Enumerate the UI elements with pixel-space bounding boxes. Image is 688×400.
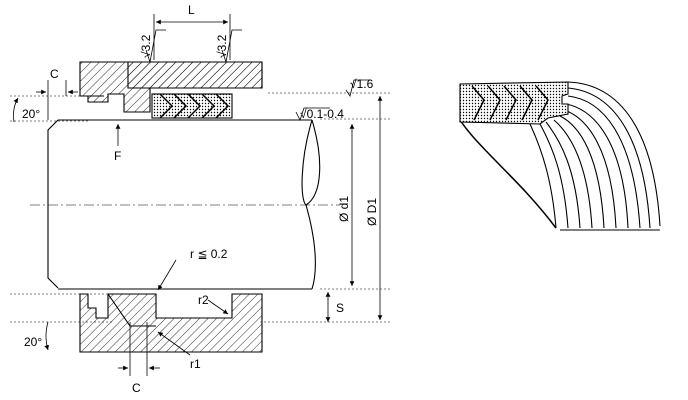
label-radius-r2: r2 bbox=[198, 293, 209, 307]
label-radius-r1: r1 bbox=[190, 357, 201, 371]
label-force: F bbox=[114, 149, 121, 163]
rod-shaft bbox=[30, 119, 340, 290]
label-chamfer-bottom: C bbox=[132, 381, 141, 395]
lower-housing bbox=[79, 293, 263, 353]
label-roughness-bore: √1.6 bbox=[350, 77, 374, 91]
dimensions bbox=[13, 19, 383, 371]
label-angle-bottom: 20° bbox=[24, 335, 42, 349]
label-length: L bbox=[188, 3, 195, 17]
packing-upper bbox=[151, 93, 233, 119]
label-diameter-D1: Ø D1 bbox=[365, 198, 379, 226]
upper-housing bbox=[79, 61, 263, 113]
label-section: S bbox=[336, 301, 344, 315]
label-angle-top: 20° bbox=[22, 107, 40, 121]
label-diameter-d1: Ø d1 bbox=[337, 196, 351, 222]
label-roughness-right: √3.2 bbox=[215, 34, 229, 58]
seal-ring-isometric bbox=[459, 81, 661, 231]
label-roughness-left: √3.2 bbox=[139, 34, 153, 58]
label-chamfer-top: C bbox=[50, 67, 59, 81]
label-roughness-rod: √0.1-0.4 bbox=[300, 107, 344, 121]
label-radius-small: r ≦ 0.2 bbox=[190, 247, 228, 261]
